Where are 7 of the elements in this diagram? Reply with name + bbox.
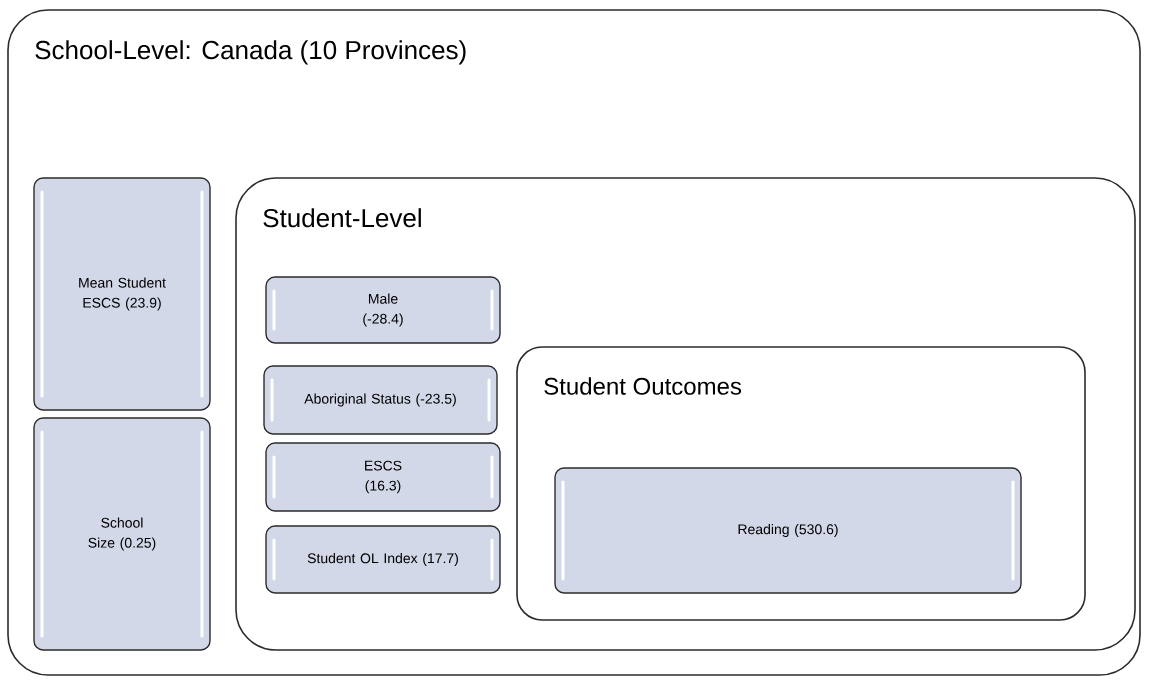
variable-box: Mean Student ESCS (23.9) <box>33 177 211 411</box>
variable-box: Student OL Index (17.7) <box>265 525 501 594</box>
variable-box: Aboriginal Status (-23.5) <box>263 365 498 435</box>
variable-box: School Size (0.25) <box>33 417 211 651</box>
variable-box: ESCS (16.3) <box>265 442 501 512</box>
variable-box: Male (-28.4) <box>265 276 501 344</box>
variable-box: Reading (530.6) <box>554 467 1022 594</box>
